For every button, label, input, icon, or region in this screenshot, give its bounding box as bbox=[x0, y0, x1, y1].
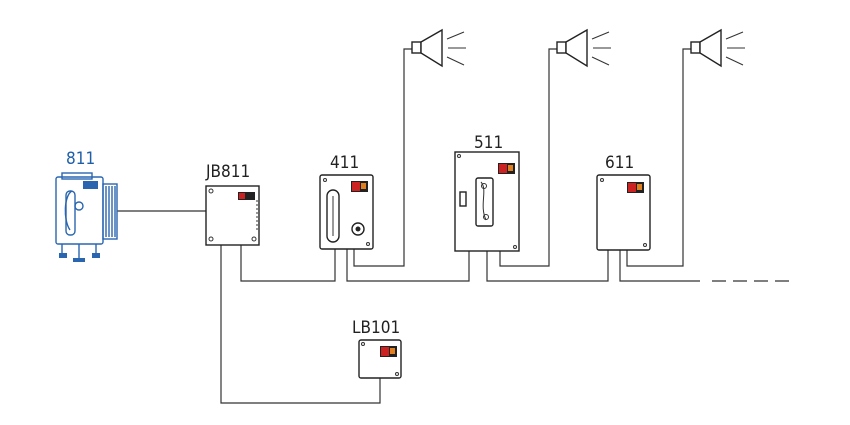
horn-speaker-icon bbox=[690, 28, 745, 68]
label-lb101: LB101 bbox=[352, 318, 400, 338]
wiring bbox=[117, 48, 790, 404]
horn-speaker-icon bbox=[556, 28, 611, 68]
junction-box-jb811 bbox=[205, 185, 260, 246]
horn-speaker-icon bbox=[411, 28, 466, 68]
handset-icon bbox=[475, 177, 494, 227]
label-811: 811 bbox=[66, 149, 95, 169]
label-611: 611 bbox=[605, 153, 634, 173]
station-611 bbox=[596, 174, 651, 251]
station-511 bbox=[454, 151, 520, 252]
label-511: 511 bbox=[474, 133, 503, 153]
label-411: 411 bbox=[330, 153, 359, 173]
station-lb101 bbox=[358, 339, 402, 379]
handset-icon bbox=[326, 189, 340, 243]
phone-811 bbox=[55, 172, 118, 262]
station-411 bbox=[319, 174, 374, 250]
label-jb811: JB811 bbox=[205, 162, 250, 182]
